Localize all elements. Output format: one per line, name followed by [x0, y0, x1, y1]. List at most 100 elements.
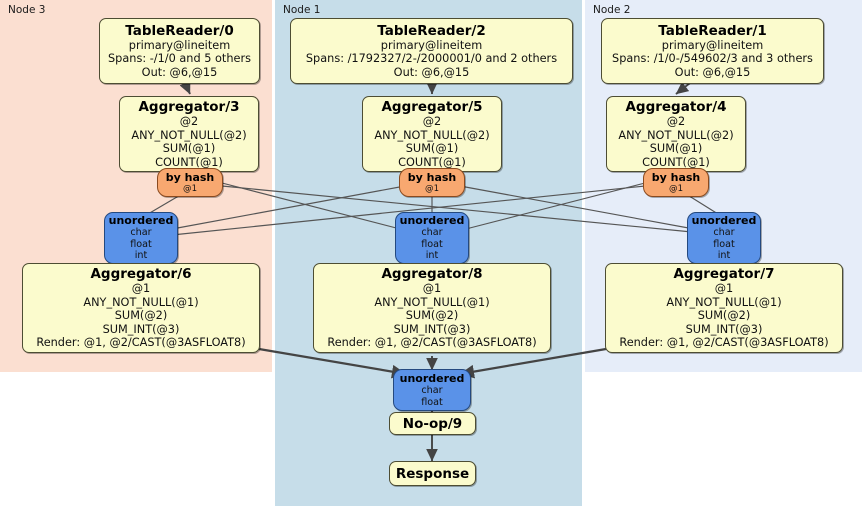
edge-hashR-uR — [685, 193, 719, 215]
node-line-col: @2 — [179, 115, 199, 128]
node-line-table: primary@lineitem — [128, 38, 231, 52]
node-line-table: primary@lineitem — [380, 38, 483, 52]
edge-hashM-uR — [459, 185, 695, 230]
synchronizer-unordered-final[interactable]: unordered char float — [393, 369, 471, 411]
node-line-table: primary@lineitem — [661, 38, 764, 52]
node-title: Aggregator/6 — [90, 266, 192, 283]
node-title: Aggregator/3 — [138, 99, 240, 115]
node-aggregator-6[interactable]: Aggregator/6 @1 ANY_NOT_NULL(@1) SUM(@2)… — [22, 263, 260, 353]
synchronizer-unordered-mid[interactable]: unordered char float int — [395, 212, 469, 264]
router-title: by hash — [165, 171, 215, 184]
edge-hashL-uM — [221, 182, 405, 231]
sync-title: unordered — [399, 214, 465, 228]
node-title: TableReader/2 — [377, 22, 486, 39]
sync-type-1: char — [130, 227, 152, 239]
node-aggregator-3[interactable]: Aggregator/3 @2 ANY_NOT_NULL(@2) SUM(@1)… — [119, 96, 259, 172]
node-line-render: Render: @1, @2/CAST(@3ASFLOAT8) — [327, 336, 537, 350]
sync-type-3: int — [134, 250, 148, 262]
sync-title: unordered — [108, 214, 174, 228]
node-line-agg1: ANY_NOT_NULL(@1) — [374, 295, 490, 309]
synchronizer-unordered-left[interactable]: unordered char float int — [104, 212, 178, 264]
node-line-spans: Spans: /1792327/2-/2000001/0 and 2 other… — [305, 52, 558, 66]
node-line-agg2: SUM(@1) — [649, 142, 703, 155]
node-line-agg2: SUM(@1) — [405, 142, 459, 155]
node-line-agg1: ANY_NOT_NULL(@2) — [618, 128, 734, 142]
router-title: by hash — [651, 171, 701, 184]
node-line-col: @2 — [422, 115, 442, 128]
router-by-hash-mid[interactable]: by hash @1 — [399, 168, 465, 197]
sync-type-2: float — [130, 238, 152, 250]
node-line-agg1: ANY_NOT_NULL(@2) — [131, 128, 247, 142]
edge-hashR-uM — [461, 182, 646, 231]
node-region-label-node3: Node 3 — [8, 4, 46, 16]
sync-type-2: float — [421, 396, 443, 408]
sync-type-2: float — [713, 238, 735, 250]
node-line-col: @1 — [714, 282, 734, 296]
edge-reader1-agg4 — [675, 81, 691, 95]
edge-hashM-uL — [171, 185, 406, 230]
node-title: Response — [395, 465, 470, 482]
sync-type-1: char — [421, 385, 443, 396]
node-tablereader-2[interactable]: TableReader/2 primary@lineitem Spans: /1… — [290, 18, 573, 84]
node-line-agg2: SUM(@1) — [162, 142, 216, 155]
sync-type-1: char — [421, 227, 443, 239]
node-line-agg2: SUM(@2) — [114, 309, 168, 323]
node-line-col: @2 — [666, 115, 686, 128]
node-line-agg1: ANY_NOT_NULL(@1) — [83, 295, 199, 309]
node-line-agg1: ANY_NOT_NULL(@1) — [666, 295, 782, 309]
node-line-col: @1 — [422, 282, 442, 296]
node-region-label-node2: Node 2 — [593, 4, 631, 16]
node-line-agg3: COUNT(@1) — [398, 155, 466, 169]
node-line-agg3: SUM_INT(@3) — [685, 322, 763, 336]
sync-title: unordered — [691, 214, 757, 228]
router-by-hash-right[interactable]: by hash @1 — [643, 168, 709, 197]
router-col: @1 — [182, 184, 198, 194]
sync-type-3: int — [717, 250, 731, 262]
node-title: TableReader/0 — [125, 22, 234, 39]
edge-reader0-agg3 — [179, 80, 191, 95]
edge-hashL-uR — [221, 185, 693, 233]
sync-type-1: char — [713, 227, 735, 239]
node-line-agg3: COUNT(@1) — [155, 155, 223, 169]
node-line-render: Render: @1, @2/CAST(@3ASFLOAT8) — [619, 336, 829, 350]
sync-type-3: int — [425, 250, 439, 262]
node-line-spans: Spans: /1/0-/549602/3 and 3 others — [612, 52, 813, 66]
node-line-out: Out: @6,@15 — [674, 65, 751, 79]
node-line-spans: Spans: -/1/0 and 5 others — [108, 52, 251, 66]
sync-type-2: float — [421, 238, 443, 250]
node-title: Aggregator/5 — [381, 99, 483, 115]
node-title: TableReader/1 — [658, 22, 767, 39]
node-aggregator-4[interactable]: Aggregator/4 @2 ANY_NOT_NULL(@2) SUM(@1)… — [606, 96, 746, 172]
node-title: Aggregator/8 — [381, 266, 483, 283]
node-title: Aggregator/4 — [625, 99, 727, 115]
edge-hashR-uL — [171, 185, 646, 236]
node-tablereader-1[interactable]: TableReader/1 primary@lineitem Spans: /1… — [601, 18, 824, 84]
node-region-label-node1: Node 1 — [283, 4, 321, 16]
node-line-col: @1 — [131, 282, 151, 296]
node-aggregator-7[interactable]: Aggregator/7 @1 ANY_NOT_NULL(@1) SUM(@2)… — [605, 263, 843, 353]
node-line-agg3: SUM_INT(@3) — [102, 322, 180, 336]
node-tablereader-0[interactable]: TableReader/0 primary@lineitem Spans: -/… — [99, 18, 260, 84]
node-line-out: Out: @6,@15 — [393, 65, 470, 79]
node-line-agg3: COUNT(@1) — [642, 155, 710, 169]
node-line-agg1: ANY_NOT_NULL(@2) — [374, 128, 490, 142]
node-response[interactable]: Response — [389, 461, 476, 486]
node-title: Aggregator/7 — [673, 266, 775, 283]
synchronizer-unordered-right[interactable]: unordered char float int — [687, 212, 761, 264]
edge-agg7-ufinal — [459, 347, 607, 379]
node-aggregator-5[interactable]: Aggregator/5 @2 ANY_NOT_NULL(@2) SUM(@1)… — [362, 96, 502, 172]
node-line-out: Out: @6,@15 — [141, 65, 218, 79]
edge-hashL-uL — [147, 193, 183, 215]
router-col: @1 — [668, 184, 684, 194]
edge-agg6-ufinal — [258, 347, 407, 379]
node-line-agg2: SUM(@2) — [405, 309, 459, 323]
node-no-op-9[interactable]: No-op/9 — [389, 412, 476, 435]
node-aggregator-8[interactable]: Aggregator/8 @1 ANY_NOT_NULL(@1) SUM(@2)… — [313, 263, 551, 353]
node-title: No-op/9 — [402, 415, 463, 432]
router-title: by hash — [407, 171, 457, 184]
node-line-agg2: SUM(@2) — [697, 309, 751, 323]
node-line-agg3: SUM_INT(@3) — [393, 322, 471, 336]
router-by-hash-left[interactable]: by hash @1 — [157, 168, 223, 197]
